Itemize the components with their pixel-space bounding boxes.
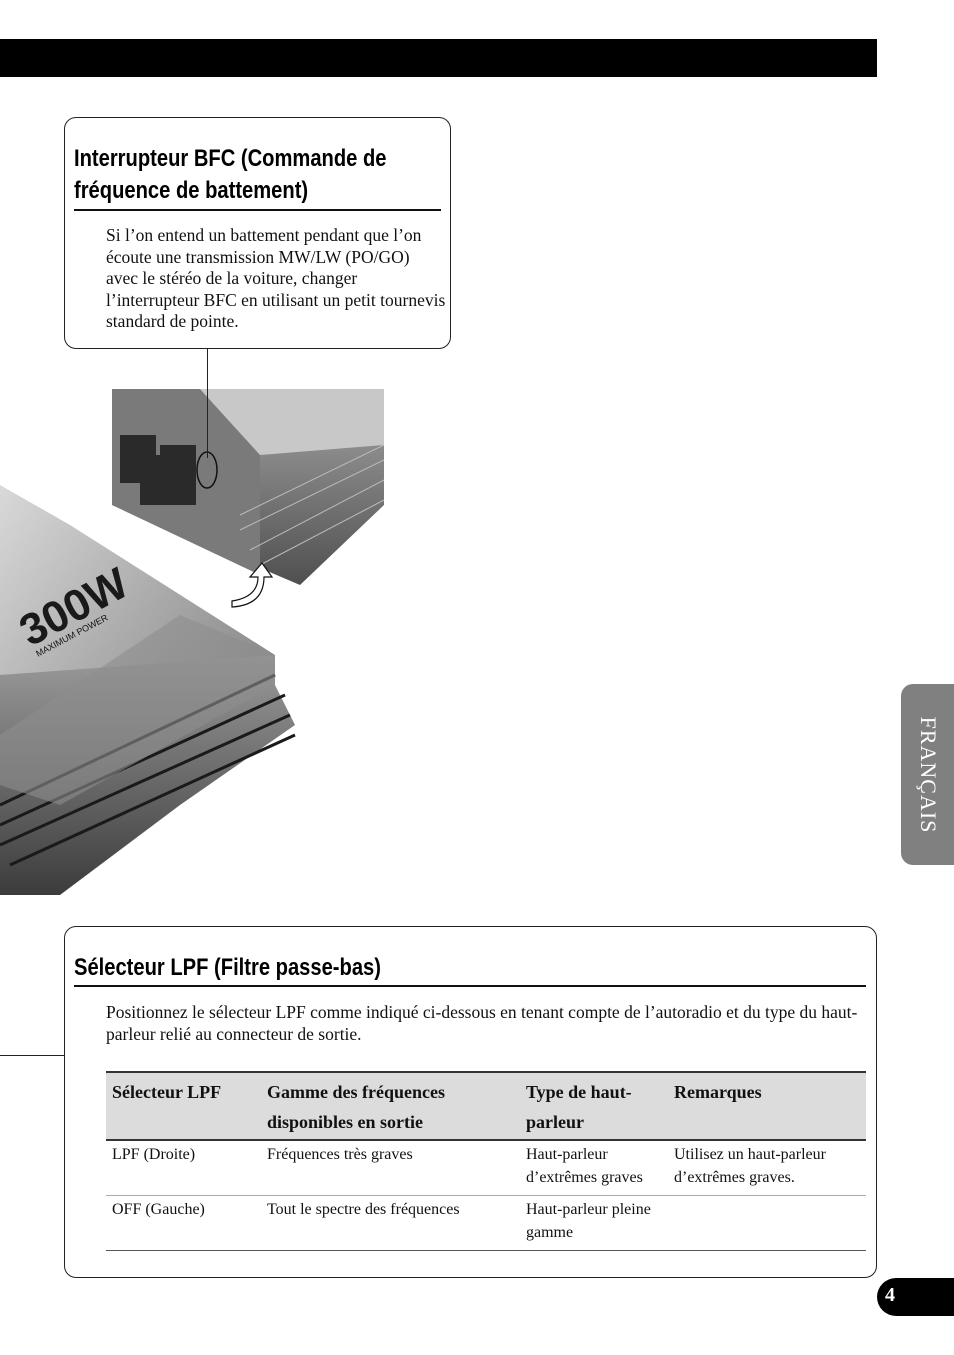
header-bar	[0, 39, 877, 77]
language-tab: FRANÇAIS	[901, 684, 954, 865]
lpf-table: Sélecteur LPF Gamme des fréquences dispo…	[106, 1071, 866, 1251]
page-number-tab: 4	[877, 1278, 954, 1316]
table-cell: Haut-parleur d’extrêmes graves	[526, 1146, 643, 1186]
bfc-callout: Interrupteur BFC (Commande de fréquence …	[64, 117, 451, 349]
table-cell: Fréquences très graves	[267, 1146, 413, 1163]
table-row: OFF (Gauche) Tout le spectre des fréquen…	[106, 1196, 866, 1251]
column-header: Type de haut-parleur	[526, 1082, 632, 1132]
column-header: Gamme des fréquences disponibles en sort…	[267, 1082, 445, 1132]
bfc-body: Si l’on entend un battement pendant que …	[106, 225, 446, 331]
table-row: LPF (Droite) Fréquences très graves Haut…	[106, 1140, 866, 1196]
table-cell: Utilisez un haut-parleur d’extrêmes grav…	[674, 1146, 826, 1186]
table-cell: Haut-parleur pleine gamme	[526, 1201, 651, 1241]
table-header-row: Sélecteur LPF Gamme des fréquences dispo…	[106, 1072, 866, 1140]
table-cell: OFF (Gauche)	[112, 1201, 205, 1218]
amplifier-body: 300W MAXIMUM POWER	[0, 485, 296, 895]
divider	[74, 985, 866, 987]
table-cell: LPF (Droite)	[112, 1146, 196, 1163]
terminal-closeup	[112, 389, 385, 585]
callout-leader-line	[207, 348, 208, 458]
column-header: Sélecteur LPF	[112, 1082, 222, 1102]
lpf-callout: Sélecteur LPF (Filtre passe-bas) Positio…	[64, 926, 877, 1278]
table-cell	[668, 1196, 866, 1251]
lpf-body: Positionnez le sélecteur LPF comme indiq…	[106, 1002, 858, 1044]
table-cell: Tout le spectre des fréquences	[267, 1201, 460, 1218]
callout-leader-line	[0, 1055, 64, 1056]
lpf-title: Sélecteur LPF (Filtre passe-bas)	[74, 954, 381, 981]
column-header: Remarques	[674, 1082, 762, 1102]
divider	[74, 209, 441, 211]
amplifier-illustration: 300W MAXIMUM POWER	[0, 389, 385, 895]
page-number: 4	[885, 1284, 895, 1306]
bfc-title: Interrupteur BFC (Commande de fréquence …	[74, 145, 387, 204]
arrow-icon	[231, 562, 274, 608]
language-label: FRANÇAIS	[915, 716, 941, 833]
